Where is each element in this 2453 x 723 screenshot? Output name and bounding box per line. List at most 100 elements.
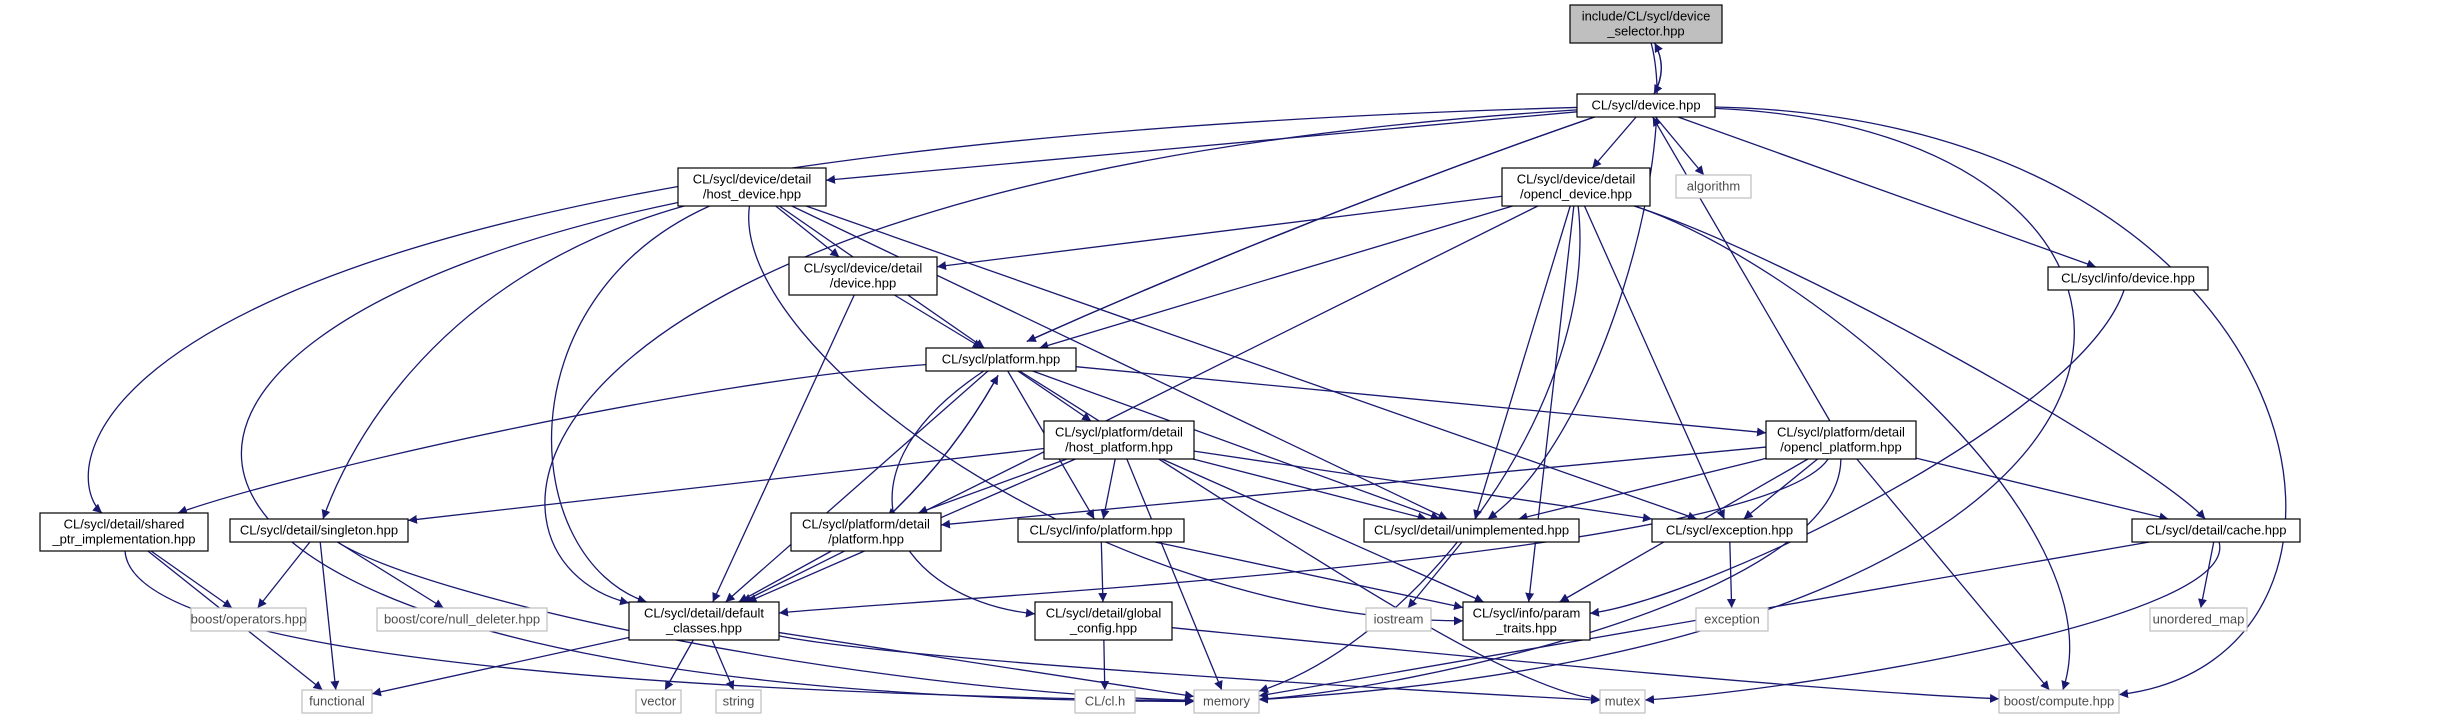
edge-host_platform-to-param_traits (1161, 458, 1484, 603)
node-param-traits[interactable]: CL/sycl/info/param_traits.hpp (1462, 601, 1591, 641)
node-host-device[interactable]: CL/sycl/device/detail/host_device.hpp (677, 167, 827, 207)
edge-arrow (1518, 457, 1767, 522)
node-global-config[interactable]: CL/sycl/detail/global_config.hpp (1034, 601, 1173, 641)
node-default-classes[interactable]: CL/sycl/detail/default_classes.hpp (628, 601, 780, 641)
node-box (1462, 601, 1591, 641)
node-label: CL/sycl/detail/unimplemented.hpp (1374, 523, 1569, 538)
node-exception[interactable]: CL/sycl/exception.hpp (1651, 518, 1808, 543)
node-label: CL/sycl/info/device.hpp (2061, 271, 2195, 286)
edge-singleton-to-functional (319, 541, 340, 691)
edge-opencl_platform-to-default_classes (778, 458, 1829, 617)
node-cache[interactable]: CL/sycl/detail/cache.hpp (2131, 518, 2301, 543)
node-label: CL/sycl/info/param (1473, 606, 1581, 621)
edge-arrow (1258, 458, 1842, 704)
node-label: include/CL/sycl/device (1582, 9, 1711, 24)
node-label: CL/sycl/device.hpp (1591, 98, 1700, 113)
edge-arrow (894, 294, 983, 349)
edge-arrow (1634, 205, 2071, 691)
edge-singleton-to-boost_operators (257, 541, 311, 609)
node-label: boost/operators.hpp (191, 612, 307, 627)
edge-default_classes-to-vector (664, 639, 694, 691)
edge-arrow (1856, 458, 2050, 691)
node-algorithm: algorithm (1675, 174, 1752, 199)
node-opencl-device[interactable]: CL/sycl/device/detail/opencl_device.hpp (1501, 167, 1651, 207)
edge-arrow (1655, 116, 1705, 176)
edge-arrow (1644, 541, 2221, 704)
node-label: CL/sycl/detail/global (1046, 606, 1162, 621)
node-label: CL/sycl/device/detail (804, 261, 923, 276)
edge-arrow (1171, 627, 2000, 703)
edge-default_classes-to-functional (371, 636, 630, 697)
node-label: CL/sycl/info/platform.hpp (1029, 523, 1172, 538)
node-label: CL/sycl/platform/detail (1055, 425, 1183, 440)
node-info-device[interactable]: CL/sycl/info/device.hpp (2047, 266, 2209, 291)
node-host-platform[interactable]: CL/sycl/platform/detail/host_platform.hp… (1043, 420, 1195, 460)
edge-platform-to-pd_platform (886, 374, 999, 518)
edge-host_platform-to-memory (1126, 458, 1223, 691)
node-exception-std: exception (1695, 607, 1769, 632)
edge-opencl_device-to-platform (1039, 205, 1513, 350)
nodes: include/CL/sycl/device_selector.hppCL/sy… (39, 4, 2301, 714)
node-platform[interactable]: CL/sycl/platform.hpp (925, 347, 1077, 372)
edge-platform-to-opencl_platform (1075, 366, 1767, 437)
node-opencl-platform[interactable]: CL/sycl/platform/detail/opencl_platform.… (1765, 420, 1917, 460)
node-pd-platform[interactable]: CL/sycl/platform/detail/platform.hpp (790, 512, 942, 552)
edge-opencl_platform-to-unimplemented (1518, 457, 1767, 522)
edge-platform-to-default_classes (725, 370, 989, 603)
edge-host_platform-to-unimplemented (1192, 458, 1427, 522)
edge-host_device-to-param_traits (748, 205, 1464, 626)
node-root[interactable]: include/CL/sycl/device_selector.hpp (1569, 4, 1723, 44)
node-box (376, 607, 548, 632)
node-singleton[interactable]: CL/sycl/detail/singleton.hpp (229, 518, 409, 543)
edge-arrow (886, 374, 999, 518)
node-device[interactable]: CL/sycl/device.hpp (1576, 93, 1716, 118)
edge-arrow (1126, 458, 1223, 691)
edge-opencl_platform-to-device (1652, 116, 1831, 422)
edge-arrow (1652, 116, 1831, 422)
edges (87, 42, 2287, 706)
node-unimplemented[interactable]: CL/sycl/detail/unimplemented.hpp (1363, 518, 1580, 543)
edge-info_platform-to-global_config (1098, 541, 1108, 603)
edge-host_device-to-detail_device (775, 205, 840, 258)
edge-platform-to-shared_ptr (177, 363, 927, 515)
node-box (190, 607, 307, 632)
edge-device-to-shared_ptr (87, 106, 1578, 514)
node-label: CL/sycl/platform.hpp (942, 352, 1061, 367)
edge-host_device-to-memory (240, 201, 1195, 706)
node-box (1363, 518, 1580, 543)
node-label: iostream (1374, 612, 1424, 627)
node-detail-device[interactable]: CL/sycl/device/detail/device.hpp (788, 256, 938, 296)
node-box (1998, 689, 2120, 714)
edge-arrow (257, 541, 311, 609)
edge-arrow (1100, 639, 1110, 691)
node-label: _traits.hpp (1495, 621, 1557, 636)
edge-arrow (240, 201, 1195, 706)
edge-arrow (1258, 205, 1581, 693)
edge-device-to-algorithm (1655, 116, 1705, 176)
edge-cache-to-mutex (1644, 541, 2221, 704)
edge-platform-to-host_platform (1017, 370, 1092, 422)
node-info-platform[interactable]: CL/sycl/info/platform.hpp (1017, 518, 1185, 543)
node-memory: memory (1193, 689, 1260, 714)
node-label: CL/sycl/detail/default (644, 606, 764, 621)
edge-device-to-opencl_device (1591, 116, 1637, 169)
edge-host_platform-to-pd_platform (918, 458, 1067, 515)
edge-arrow (407, 447, 1045, 524)
edge-pd_platform-to-default_classes (738, 550, 832, 603)
edge-arrow (1589, 289, 2125, 617)
node-shared-ptr[interactable]: CL/sycl/detail/shared_ptr_implementation… (39, 512, 209, 552)
edge-arrow (1017, 370, 1092, 422)
node-box (1576, 93, 1716, 118)
node-label: string (723, 694, 755, 709)
node-functional: functional (301, 689, 373, 714)
edge-host_device-to-singleton (321, 205, 685, 520)
edge-unimplemented-to-iostream (1407, 541, 1463, 609)
edge-arrow (550, 205, 710, 604)
edge-arrow (1591, 116, 1637, 169)
node-box (715, 689, 762, 714)
edge-arrow (1677, 116, 2097, 269)
edge-arrow (1161, 458, 1484, 603)
edge-opencl_device-to-memory (1258, 205, 1581, 693)
edge-arrow (1154, 541, 1464, 611)
